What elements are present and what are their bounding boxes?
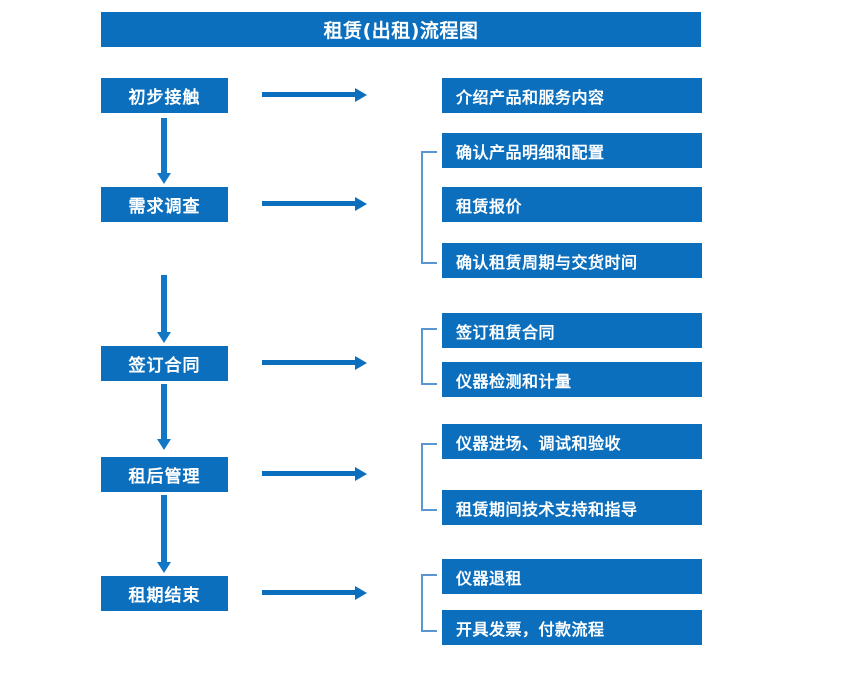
stage-box-3[interactable]: 签订合同 (101, 346, 228, 381)
arrow-shaft (262, 471, 355, 476)
arrow-head (355, 197, 367, 211)
connector-arrow-down-1 (157, 118, 171, 184)
detail-box-3-1[interactable]: 签订租赁合同 (442, 313, 702, 348)
connector-arrow-right-4 (262, 467, 367, 481)
connector-arrow-down-4 (157, 495, 171, 573)
detail-box-4-2[interactable]: 租赁期间技术支持和指导 (442, 490, 702, 525)
arrow-shaft (161, 275, 167, 332)
arrow-head (355, 586, 367, 600)
arrow-head (355, 88, 367, 102)
detail-box-4-1[interactable]: 仪器进场、调试和验收 (442, 424, 702, 459)
arrow-shaft (161, 118, 167, 173)
connector-arrow-right-2 (262, 197, 367, 211)
arrow-head (157, 173, 171, 184)
arrow-shaft (262, 590, 355, 595)
arrow-shaft (262, 360, 355, 365)
connector-arrow-down-2 (157, 275, 171, 343)
stage-box-4[interactable]: 租后管理 (101, 457, 228, 492)
group-bracket-5 (421, 574, 437, 632)
stage-box-2[interactable]: 需求调查 (101, 187, 228, 222)
arrow-shaft (161, 384, 167, 439)
detail-box-2-1[interactable]: 确认产品明细和配置 (442, 133, 702, 168)
group-bracket-4 (421, 443, 437, 511)
diagram-title: 租赁(出租)流程图 (101, 12, 701, 47)
detail-box-1-1[interactable]: 介绍产品和服务内容 (442, 78, 702, 113)
group-bracket-2 (421, 151, 437, 264)
detail-box-5-2[interactable]: 开具发票，付款流程 (442, 610, 702, 645)
arrow-head (157, 562, 171, 573)
connector-arrow-right-3 (262, 356, 367, 370)
detail-box-3-2[interactable]: 仪器检测和计量 (442, 362, 702, 397)
arrow-shaft (262, 201, 355, 206)
connector-arrow-right-1 (262, 88, 367, 102)
arrow-head (157, 439, 171, 450)
arrow-head (157, 332, 171, 343)
detail-box-2-3[interactable]: 确认租赁周期与交货时间 (442, 243, 702, 278)
stage-box-5[interactable]: 租期结束 (101, 576, 228, 611)
detail-box-5-1[interactable]: 仪器退租 (442, 559, 702, 594)
arrow-shaft (161, 495, 167, 562)
arrow-head (355, 467, 367, 481)
arrow-shaft (262, 92, 355, 97)
detail-box-2-2[interactable]: 租赁报价 (442, 187, 702, 222)
group-bracket-3 (421, 328, 437, 385)
connector-arrow-down-3 (157, 384, 171, 450)
arrow-head (355, 356, 367, 370)
connector-arrow-right-5 (262, 586, 367, 600)
stage-box-1[interactable]: 初步接触 (101, 78, 228, 113)
